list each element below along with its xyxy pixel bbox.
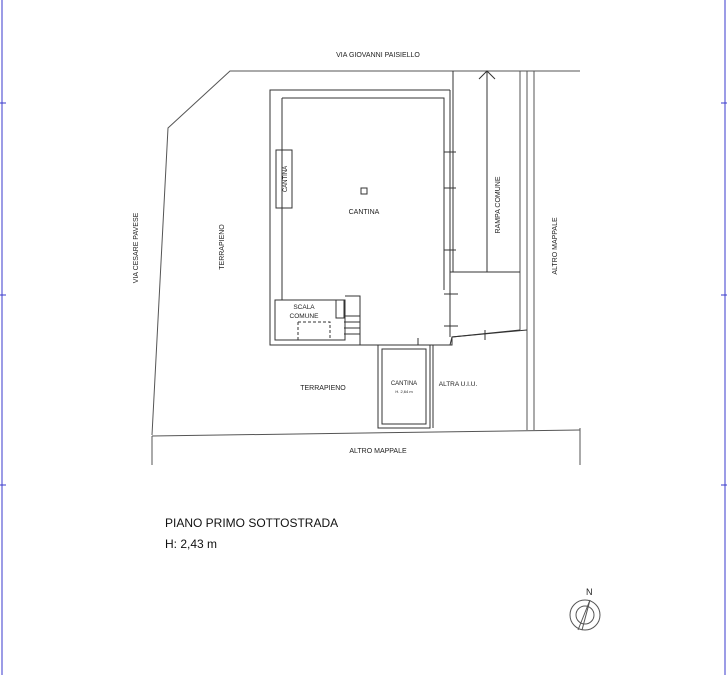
altro-mappale-bottom-label: ALTRO MAPPALE bbox=[349, 448, 407, 455]
north-arrow-icon bbox=[569, 599, 601, 631]
cantina-lower-height: H. 2,64 m bbox=[395, 389, 413, 394]
street-left-label: VIA CESARE PAVESE bbox=[133, 212, 140, 283]
street-top-label: VIA GIOVANNI PAISIELLO bbox=[336, 52, 420, 59]
site-boundary bbox=[151, 70, 581, 465]
altro-mappale-right-label: ALTRO MAPPALE bbox=[552, 217, 559, 275]
cantina-main-label: CANTINA bbox=[349, 209, 380, 216]
rampa-label: RAMPA COMUNE bbox=[495, 176, 502, 233]
north-label: N bbox=[586, 587, 593, 597]
scala-label-2: COMUNE bbox=[290, 313, 320, 320]
ramp bbox=[452, 70, 496, 272]
cantina-small-label: CANTINA bbox=[283, 166, 289, 192]
plan-title: PIANO PRIMO SOTTOSTRADA bbox=[165, 516, 339, 530]
plan-height: H: 2,43 m bbox=[165, 537, 218, 551]
terrapieno-bottom-label: TERRAPIENO bbox=[300, 385, 346, 392]
terrapieno-left-label: TERRAPIENO bbox=[219, 224, 226, 270]
cantina-lower-label: CANTINA bbox=[391, 381, 417, 387]
scala-label-1: SCALA bbox=[293, 304, 315, 311]
altra-uiu-label: ALTRA U.I.U. bbox=[439, 381, 478, 388]
lower-rooms bbox=[377, 329, 528, 429]
